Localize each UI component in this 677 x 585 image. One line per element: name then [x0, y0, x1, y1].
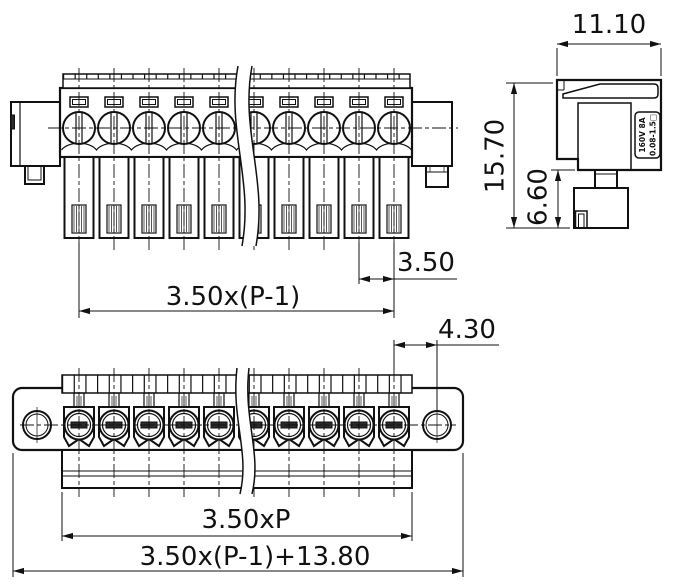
side-width-label: 11.10: [572, 10, 646, 40]
front-span-label: 3.50x(P-1): [166, 282, 301, 312]
dim-side-lower-height: 6.60: [524, 168, 575, 228]
dim-side-width: 11.10: [556, 10, 662, 76]
front-dimensions: 3.50 3.50x(P-1): [78, 243, 457, 318]
side-view: 160V 8A 0.08-1.5□: [555, 78, 663, 229]
bottom-overall-label: 3.50x(P-1)+13.80: [140, 542, 371, 572]
side-lower-height-label: 6.60: [524, 168, 554, 226]
bottom-strip-label: 3.50xP: [202, 505, 291, 535]
bottom-body: [61, 449, 413, 489]
bottom-break: [235, 367, 256, 495]
dim-front-pitch: 3.50: [358, 243, 457, 318]
side-rating-label: 160V 8A 0.08-1.5□: [634, 111, 661, 159]
rating-voltage-current-text: 160V 8A: [638, 117, 647, 152]
dim-front-span: 3.50x(P-1): [78, 243, 394, 318]
front-left-bracket: [10, 101, 61, 185]
dim-bottom-hole-offset: 4.30: [393, 315, 499, 412]
front-wavy-line: [61, 142, 412, 152]
front-break: [234, 65, 260, 247]
rating-wire-range-text: 0.08-1.5□: [649, 114, 658, 156]
side-lower-body: [573, 169, 629, 229]
dim-bottom-strip: 3.50xP: [61, 492, 413, 541]
side-height-label: 15.70: [481, 119, 511, 193]
dim-bottom-overall: 3.50x(P-1)+13.80: [12, 453, 464, 577]
bottom-hole-offset-label: 4.30: [438, 315, 496, 345]
bottom-dimensions: 4.30 3.50xP 3.50x(P-1)+13.80: [12, 315, 499, 577]
dim-side-height: 15.70: [481, 82, 570, 229]
side-latch-lever: [562, 83, 659, 99]
front-right-block: [411, 101, 453, 188]
bottom-view: [11, 367, 465, 498]
side-dimensions: 11.10 15.70 6.60: [481, 10, 662, 229]
front-pitch-label: 3.50: [397, 248, 455, 278]
front-view: [10, 65, 458, 253]
